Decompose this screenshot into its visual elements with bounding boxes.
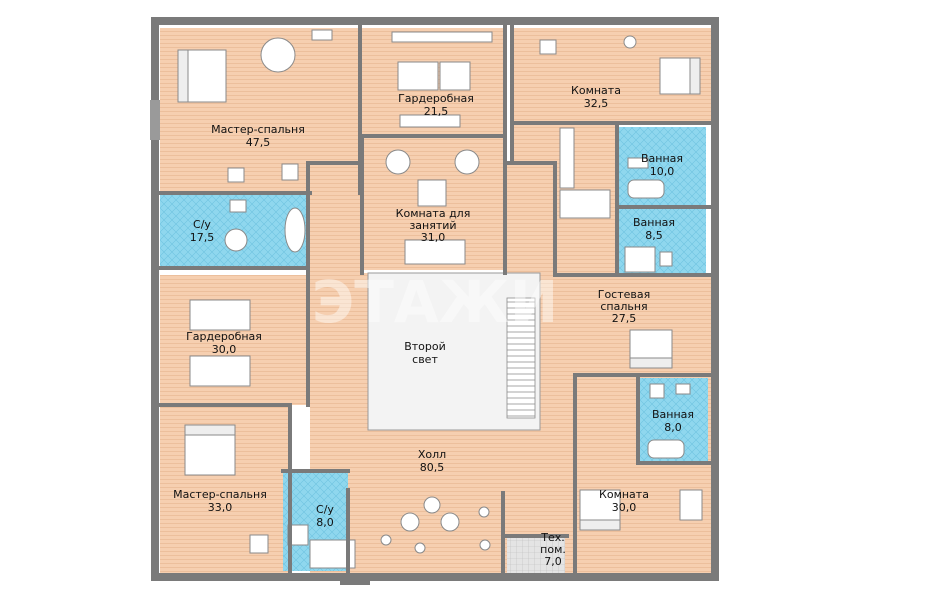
outer-wall [151,17,719,581]
label-tech-room: Тех.пом.7,0 [540,531,566,568]
floor-corridor-right [505,163,555,273]
stairs [506,297,536,419]
walls [150,17,719,585]
floor-corridor-left [310,163,362,273]
floor-tech-room [507,536,565,578]
round-chair-icon [260,37,296,73]
furniture [177,29,703,569]
hall-lounge [380,496,491,554]
floor-guest-entry [555,243,617,278]
watermark: ЭТАЖИ [312,268,559,336]
